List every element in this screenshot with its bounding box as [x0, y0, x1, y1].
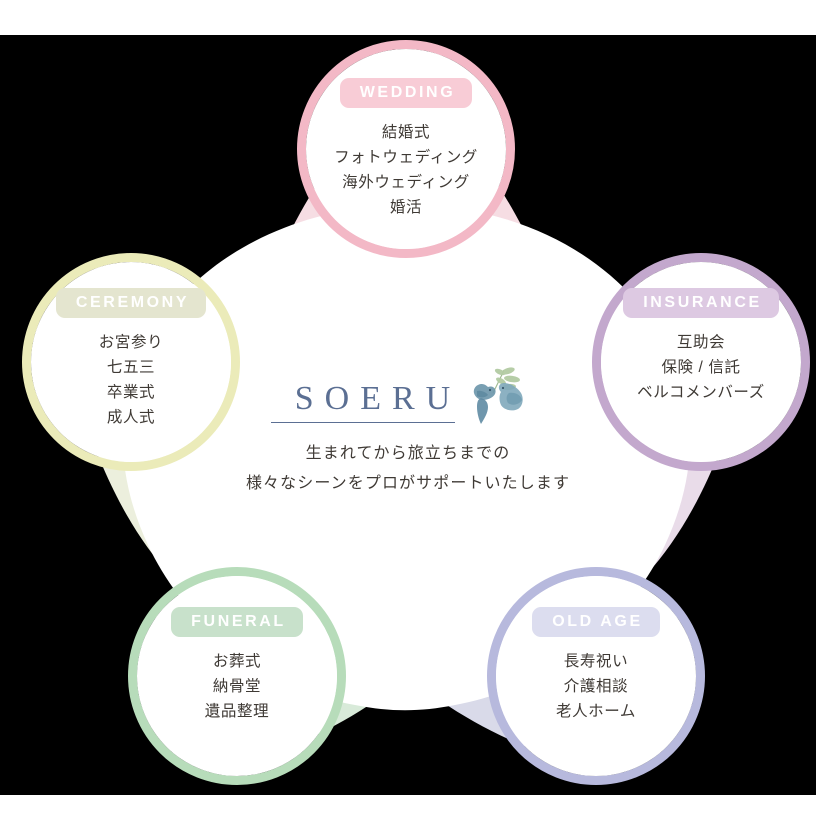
brand-wordmark: SOERU: [270, 382, 461, 423]
node-ring-ceremony: [22, 253, 240, 471]
tagline-line-2: 様々なシーンをプロがサポートいたします: [245, 475, 571, 492]
bird-right: [499, 383, 523, 411]
item: フォトウェディング: [334, 149, 478, 166]
bird-left: [474, 384, 496, 424]
badge-old-age: OLD AGE: [532, 607, 660, 637]
item: 互助会: [676, 334, 726, 351]
item: 保険 / 信託: [661, 359, 741, 376]
badge-wedding: WEDDING: [339, 78, 473, 108]
item: 卒業式: [106, 384, 156, 401]
node-old-age[interactable]: OLD AGE 長寿祝い 介護相談 老人ホーム: [487, 567, 705, 785]
node-ring-insurance: [592, 253, 810, 471]
items-ceremony: お宮参り 七五三 卒業式 成人式: [99, 330, 163, 430]
items-funeral: お葬式 納骨堂 遺品整理: [205, 649, 269, 724]
item: 遺品整理: [204, 703, 270, 720]
item: ベルコメンバーズ: [637, 384, 765, 401]
two-birds-with-branch-icon: [474, 367, 523, 424]
tagline-line-1: 生まれてから旅立ちまでの: [305, 445, 511, 462]
item: お宮参り: [98, 334, 164, 351]
node-ring-old-age: [487, 567, 705, 785]
item: 海外ウェディング: [342, 174, 470, 191]
node-ring-wedding: [297, 40, 515, 258]
node-funeral[interactable]: FUNERAL お葬式 納骨堂 遺品整理: [128, 567, 346, 785]
brand-tagline: 生まれてから旅立ちまでの 様々なシーンをプロがサポートいたします: [158, 439, 658, 499]
diagram-canvas: WEDDING 結婚式 フォトウェディング 海外ウェディング 婚活 CEREMO…: [0, 35, 816, 795]
pentagon-service-diagram: WEDDING 結婚式 フォトウェディング 海外ウェディング 婚活 CEREMO…: [0, 35, 816, 795]
logo-row: SOERU: [158, 355, 658, 424]
items-old-age: 長寿祝い 介護相談 老人ホーム: [556, 649, 636, 724]
badge-funeral: FUNERAL: [171, 607, 303, 637]
items-insurance: 互助会 保険 / 信託 ベルコメンバーズ: [637, 330, 765, 405]
node-wedding[interactable]: WEDDING 結婚式 フォトウェディング 海外ウェディング 婚活: [297, 40, 515, 258]
item: お葬式: [212, 653, 262, 670]
center-brand-block: SOERU: [158, 355, 658, 499]
item: 結婚式: [381, 124, 431, 141]
item: 成人式: [106, 409, 156, 426]
items-wedding: 結婚式 フォトウェディング 海外ウェディング 婚活: [334, 120, 478, 220]
badge-insurance: INSURANCE: [623, 288, 779, 318]
badge-ceremony: CEREMONY: [55, 288, 207, 318]
item: 長寿祝い: [563, 653, 629, 670]
item: 老人ホーム: [555, 703, 637, 720]
node-insurance[interactable]: INSURANCE 互助会 保険 / 信託 ベルコメンバーズ: [592, 253, 810, 471]
node-ring-funeral: [128, 567, 346, 785]
item: 七五三: [106, 359, 156, 376]
item: 納骨堂: [212, 678, 262, 695]
item: 婚活: [389, 199, 423, 216]
item: 介護相談: [563, 678, 629, 695]
node-ceremony[interactable]: CEREMONY お宮参り 七五三 卒業式 成人式: [22, 253, 240, 471]
